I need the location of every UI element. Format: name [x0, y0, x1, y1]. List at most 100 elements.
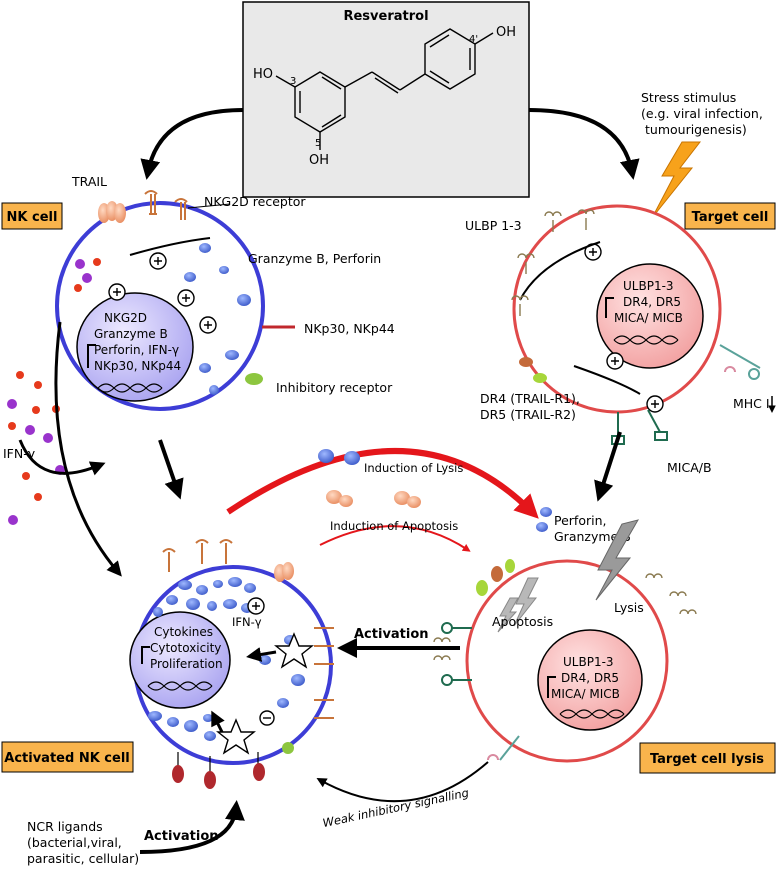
lysis-receptors — [476, 559, 515, 596]
target-dna-helix — [613, 335, 679, 345]
lysis-ulbp-ligands — [433, 573, 697, 661]
apoptosis-lightning-icon — [513, 577, 539, 627]
perforin-granule2 — [536, 522, 548, 532]
mhc-molecule-pink — [724, 366, 736, 373]
ncr-line3: parasitic, cellular) — [27, 851, 139, 866]
target-nucleus-line1: ULBP1-3 — [623, 279, 674, 293]
lysis-dna-helix — [559, 709, 625, 719]
target-cell-title: Target cell — [692, 210, 769, 225]
nk-granules — [184, 243, 251, 395]
mhc-label: MHC I — [733, 396, 770, 411]
induction-lysis-label: Induction of Lysis — [364, 461, 463, 475]
atom-oh-bottom: OH — [309, 153, 329, 168]
ifn-label: IFN-γ — [3, 446, 36, 461]
lysis-label: Lysis — [614, 600, 644, 615]
lysis-nucleus-line2: DR4, DR5 — [561, 671, 619, 685]
lower-star-arrow — [211, 710, 225, 733]
mica-b-molecules — [611, 409, 668, 445]
nk-nucleus-line4: NKp30, NKp44 — [94, 359, 181, 373]
lysis-lightning-icon — [595, 519, 640, 601]
middle-granules — [318, 449, 360, 465]
nkg2d-receptor-label: NKG2D receptor — [204, 194, 306, 209]
arrow-to-target-cell — [528, 108, 640, 180]
atom-pos-3: 3 — [290, 76, 296, 87]
ncr-line1: NCR ligands — [27, 819, 103, 834]
target-nucleus-line3: MICA/ MICB — [614, 311, 683, 325]
granzyme-label: Granzyme B — [554, 529, 631, 544]
lysis-nucleus-line1: ULBP1-3 — [563, 655, 614, 669]
mhc-molecule — [719, 344, 761, 380]
target-promoter-arrow — [605, 297, 614, 318]
activated-ifn-label: IFN-γ — [232, 615, 262, 629]
middle-trail — [326, 490, 421, 508]
arrow-induction-apoptosis — [319, 525, 471, 552]
perforin-label: Perforin, — [554, 513, 606, 528]
ncr-activation-label: Activation — [144, 829, 219, 844]
nk-cell-title-box — [1, 202, 63, 230]
activation-star-icon-lower — [216, 718, 256, 755]
inhibitory-receptor-icon — [245, 373, 263, 385]
ulbp-ligands — [511, 209, 595, 316]
star-to-nucleus-arrow — [246, 647, 277, 662]
activated-nk-nucleus — [129, 611, 231, 709]
atom-ho-left: HO — [253, 67, 273, 82]
mica-b-label: MICA/B — [667, 460, 712, 475]
resveratrol-structure — [275, 28, 494, 150]
activation-plus-markers — [108, 252, 217, 334]
trail-ligand — [98, 201, 126, 223]
nk-nucleus-line3: Perforin, IFN-γ — [94, 343, 179, 357]
activation-label: Activation — [354, 627, 429, 642]
lightning-icon — [651, 141, 702, 219]
trail-label: TRAIL — [71, 174, 107, 189]
target-lysis-nucleus — [537, 629, 643, 731]
resveratrol-title: Resveratrol — [343, 9, 428, 24]
lysis-promoter-arrow — [547, 676, 556, 698]
activated-dna-helix — [147, 681, 213, 691]
activated-nk-title-box — [1, 741, 134, 773]
target-cell-title-box — [684, 202, 776, 230]
lysis-mhc — [499, 735, 520, 761]
target-plus-markers — [584, 243, 664, 413]
stress-line3: tumourigenesis) — [645, 122, 747, 137]
ncr-receptors — [172, 742, 294, 789]
dna-helix — [97, 383, 163, 393]
dr4-label: DR4 (TRAIL-R1), — [480, 391, 580, 406]
arrow-nk-to-activated — [54, 321, 122, 577]
apoptosis-label: Apoptosis — [492, 614, 553, 629]
activated-nk-receptors — [162, 539, 334, 719]
lysis-mhc-pink — [487, 754, 499, 761]
induction-apoptosis-label: Induction of Apoptosis — [330, 519, 458, 533]
atom-oh-top: OH — [496, 25, 516, 40]
perforin-granule — [540, 507, 552, 517]
nk-nucleus-line2: Granzyme B — [94, 327, 168, 341]
dr5-label: DR5 (TRAIL-R2) — [480, 407, 576, 422]
target-nucleus-line2: DR4, DR5 — [623, 295, 681, 309]
stress-line1: Stress stimulus — [641, 90, 736, 105]
activated-nucleus-line3: Proliferation — [150, 657, 223, 671]
target-lysis-title-box — [639, 742, 776, 774]
arrow-to-nk-cell — [140, 108, 244, 180]
apoptosis-lightning-icon2 — [497, 597, 519, 633]
nk-nucleus-line1: NKG2D — [104, 311, 147, 325]
stress-line2: (e.g. viral infection, — [641, 106, 763, 121]
target-activation-curve — [519, 241, 601, 301]
resveratrol-box: Resveratrol OH 4' HO 3 5 OH — [242, 1, 530, 198]
activated-nucleus-line2: Cytotoxicity — [150, 641, 221, 655]
activated-markers — [247, 597, 275, 726]
arrow-ifn-feedback — [18, 439, 106, 476]
lysis-nucleus-line3: MICA/ MICB — [551, 687, 620, 701]
arrow-induction-lysis — [226, 448, 539, 519]
arrow-target-down — [594, 431, 622, 502]
target-activation-curve2 — [573, 365, 641, 395]
nk-cell-nucleus — [76, 292, 194, 402]
target-lysis-title: Target cell lysis — [650, 752, 764, 767]
activated-promoter-arrow — [141, 646, 150, 664]
atom-pos-5: 5 — [315, 138, 321, 149]
arrow-ncr-activation — [139, 800, 245, 854]
lysis-mica — [441, 622, 472, 686]
death-receptors — [519, 357, 547, 383]
arrow-weak-inhibitory — [316, 761, 489, 803]
arrow-nk-down — [158, 439, 184, 500]
nk-ifn-dots — [74, 258, 101, 292]
nk-cell-title: NK cell — [7, 210, 58, 225]
